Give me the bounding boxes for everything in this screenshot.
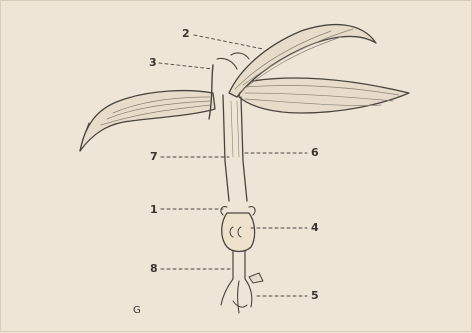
leader-line-3: [159, 63, 213, 69]
corner-mark: G: [133, 306, 141, 316]
shoot-tip: [217, 58, 237, 69]
left-leaf: [80, 91, 215, 151]
label-6: 6: [311, 147, 319, 158]
label-2: 2: [182, 28, 190, 39]
lower-stem: [233, 251, 245, 279]
label-4: 4: [311, 222, 319, 233]
label-8: 8: [150, 263, 158, 274]
label-7: 7: [150, 151, 158, 162]
root-cluster: [221, 273, 263, 313]
label-1: 1: [150, 204, 158, 215]
shoot-tip-2: [231, 53, 249, 59]
seed-body: [222, 213, 255, 252]
label-3: 3: [149, 57, 157, 68]
upper-stem: [223, 95, 247, 201]
label-5: 5: [311, 290, 319, 301]
leader-line-2: [194, 35, 263, 49]
right-leaf: [239, 78, 409, 113]
